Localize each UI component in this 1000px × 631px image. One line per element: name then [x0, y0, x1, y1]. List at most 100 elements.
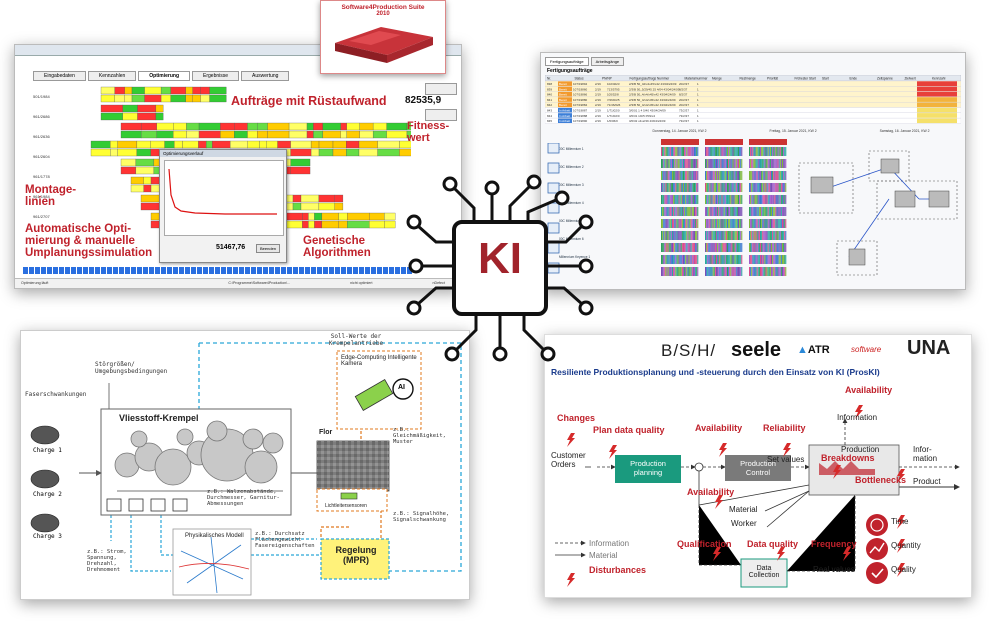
- schedule-bar[interactable]: [771, 243, 772, 252]
- schedule-bar[interactable]: [738, 219, 739, 228]
- schedule-bar[interactable]: [674, 255, 676, 264]
- schedule-bar[interactable]: [761, 171, 763, 180]
- schedule-bar[interactable]: [769, 207, 771, 216]
- schedule-bar[interactable]: [718, 195, 720, 204]
- schedule-bar[interactable]: [751, 267, 753, 276]
- schedule-bar[interactable]: [741, 231, 743, 240]
- schedule-bar[interactable]: [731, 219, 733, 228]
- schedule-bar[interactable]: [756, 159, 758, 168]
- schedule-bar[interactable]: [783, 231, 785, 240]
- schedule-bar[interactable]: [765, 219, 767, 228]
- tab-fertigungsauftraege[interactable]: Fertigungsaufträge: [545, 57, 589, 66]
- schedule-bar[interactable]: [684, 171, 686, 180]
- schedule-bar[interactable]: [672, 147, 673, 156]
- schedule-bar[interactable]: [764, 195, 766, 204]
- gantt-block[interactable]: [150, 140, 165, 149]
- schedule-bar[interactable]: [666, 207, 668, 216]
- gantt-block[interactable]: [220, 130, 235, 139]
- schedule-bar[interactable]: [687, 255, 689, 264]
- schedule-bar[interactable]: [721, 231, 723, 240]
- schedule-bar[interactable]: [772, 183, 774, 192]
- gantt-block[interactable]: [302, 212, 309, 221]
- schedule-bar[interactable]: [663, 195, 665, 204]
- schedule-bar[interactable]: [668, 195, 670, 204]
- schedule-bar[interactable]: [680, 243, 682, 252]
- schedule-bar[interactable]: [695, 255, 697, 264]
- schedule-bar[interactable]: [732, 243, 734, 252]
- schedule-bar[interactable]: [681, 195, 683, 204]
- schedule-bar[interactable]: [684, 231, 686, 240]
- schedule-bar[interactable]: [722, 147, 724, 156]
- schedule-bar[interactable]: [734, 255, 736, 264]
- schedule-bar[interactable]: [774, 171, 776, 180]
- schedule-bar[interactable]: [778, 183, 780, 192]
- schedule-bar[interactable]: [752, 159, 754, 168]
- schedule-bar[interactable]: [777, 231, 779, 240]
- schedule-bar[interactable]: [664, 195, 666, 204]
- schedule-bar[interactable]: [695, 243, 697, 252]
- schedule-bar[interactable]: [683, 147, 684, 156]
- schedule-bar[interactable]: [729, 195, 731, 204]
- schedule-bar[interactable]: [676, 159, 678, 168]
- schedule-bar[interactable]: [763, 183, 765, 192]
- schedule-bar[interactable]: [734, 195, 736, 204]
- schedule-bar[interactable]: [712, 147, 714, 156]
- gantt-block[interactable]: [340, 130, 347, 139]
- gantt-block[interactable]: [100, 104, 123, 113]
- schedule-bar[interactable]: [762, 159, 764, 168]
- machine-item[interactable]: 00C Millennium 5: [559, 219, 584, 223]
- schedule-bar[interactable]: [727, 171, 728, 180]
- schedule-bar[interactable]: [688, 255, 690, 264]
- schedule-bar[interactable]: [708, 231, 710, 240]
- machine-item[interactable]: 00C Millennium 2: [559, 165, 584, 169]
- schedule-bar[interactable]: [669, 243, 671, 252]
- schedule-bar[interactable]: [686, 195, 688, 204]
- schedule-bar[interactable]: [723, 195, 725, 204]
- schedule-bar[interactable]: [761, 243, 763, 252]
- gantt-block[interactable]: [234, 122, 248, 131]
- schedule-bar[interactable]: [689, 171, 691, 180]
- gantt-block[interactable]: [372, 122, 387, 131]
- schedule-bar[interactable]: [785, 207, 787, 216]
- schedule-bar[interactable]: [697, 183, 699, 192]
- schedule-bar[interactable]: [690, 255, 692, 264]
- schedule-bar[interactable]: [709, 207, 711, 216]
- schedule-bar[interactable]: [777, 171, 779, 180]
- schedule-bar[interactable]: [782, 195, 783, 204]
- schedule-bar[interactable]: [681, 219, 683, 228]
- schedule-bar[interactable]: [760, 183, 761, 192]
- schedule-bar[interactable]: [764, 267, 766, 276]
- gantt-block[interactable]: [170, 94, 186, 103]
- schedule-bar[interactable]: [664, 231, 666, 240]
- schedule-bar[interactable]: [734, 183, 736, 192]
- gantt-block[interactable]: [130, 184, 144, 193]
- schedule-bar[interactable]: [751, 195, 753, 204]
- schedule-bar[interactable]: [760, 243, 761, 252]
- schedule-bar[interactable]: [720, 171, 722, 180]
- schedule-bar[interactable]: [679, 255, 681, 264]
- schedule-bar[interactable]: [710, 255, 712, 264]
- schedule-bar[interactable]: [663, 159, 665, 168]
- schedule-bar[interactable]: [721, 183, 723, 192]
- schedule-bar[interactable]: [677, 219, 679, 228]
- schedule-bar[interactable]: [761, 207, 763, 216]
- schedule-bar[interactable]: [779, 231, 781, 240]
- gantt-block[interactable]: [124, 86, 133, 95]
- schedule-bar[interactable]: [764, 183, 766, 192]
- schedule-bar[interactable]: [691, 147, 693, 156]
- schedule-bar[interactable]: [674, 207, 676, 216]
- schedule-bar[interactable]: [784, 267, 786, 276]
- schedule-bar[interactable]: [680, 183, 682, 192]
- gantt-block[interactable]: [220, 122, 235, 131]
- schedule-bar[interactable]: [710, 267, 712, 276]
- schedule-bar[interactable]: [740, 243, 742, 252]
- schedule-bar[interactable]: [783, 207, 785, 216]
- schedule-bar[interactable]: [752, 207, 754, 216]
- schedule-bar[interactable]: [764, 243, 766, 252]
- schedule-bar[interactable]: [753, 183, 755, 192]
- schedule-bar[interactable]: [755, 231, 757, 240]
- schedule-bar[interactable]: [755, 147, 757, 156]
- schedule-bar[interactable]: [697, 231, 699, 240]
- gantt-block[interactable]: [164, 140, 175, 149]
- tab-kennzahlen[interactable]: Kennzahlen: [87, 71, 137, 81]
